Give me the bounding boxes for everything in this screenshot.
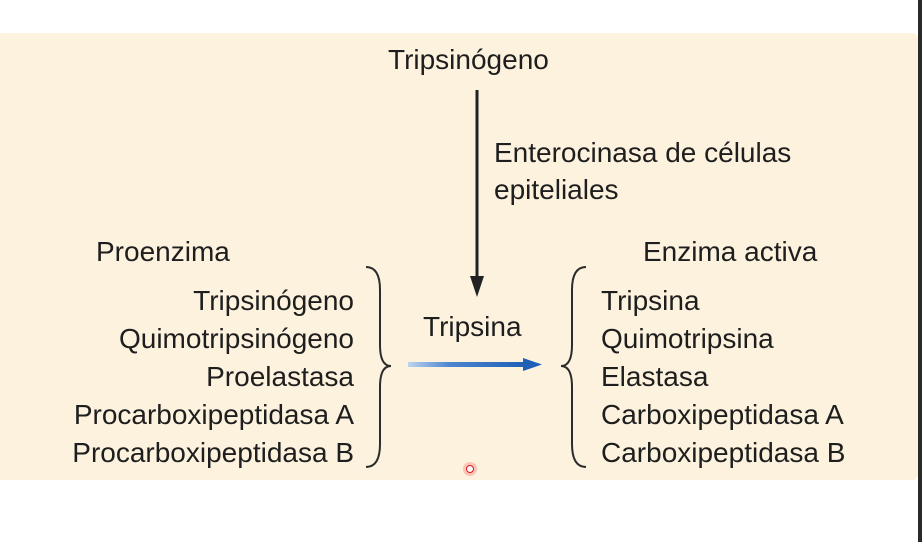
mouse-cursor-indicator: [463, 462, 477, 476]
active-enzyme-1: Tripsina: [601, 285, 700, 316]
activator-line-1: Enterocinasa de células: [494, 137, 792, 168]
conversion-arrow-shaft: [408, 362, 526, 367]
proenzyme-1: Tripsinógeno: [193, 285, 354, 316]
right-header: Enzima activa: [643, 236, 818, 267]
activation-arrow-head: [470, 276, 484, 297]
proenzyme-5: Procarboxipeptidasa B: [72, 437, 354, 468]
source-label: Tripsinógeno: [388, 44, 549, 75]
window-edge: [918, 0, 922, 542]
catalyst-label: Tripsina: [423, 311, 522, 342]
proenzyme-4: Procarboxipeptidasa A: [73, 399, 354, 430]
active-enzyme-3: Elastasa: [601, 361, 709, 392]
left-group-brace: [365, 266, 392, 468]
diagram-panel: [0, 33, 918, 480]
active-enzyme-2: Quimotripsina: [601, 323, 774, 354]
proenzyme-2: Quimotripsinógeno: [118, 323, 354, 354]
active-enzyme-4: Carboxipeptidasa A: [601, 399, 844, 430]
left-header: Proenzima: [96, 236, 230, 267]
conversion-arrow-head: [523, 358, 542, 371]
proenzyme-3: Proelastasa: [206, 361, 354, 392]
active-enzyme-5: Carboxipeptidasa B: [601, 437, 846, 468]
right-group-brace: [560, 266, 587, 468]
activator-line-2: epiteliales: [494, 174, 619, 205]
